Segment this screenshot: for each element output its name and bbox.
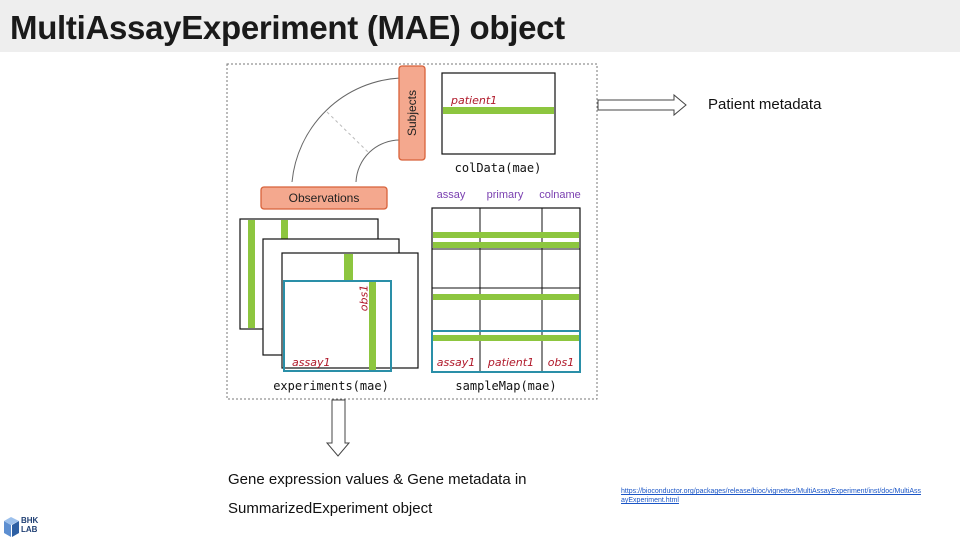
bhk-lab-logo: BHK LAB [2,515,52,539]
logo-text-line-1: BHK [21,516,39,525]
samplemap-header-colname: colname [539,189,581,201]
arc-dashed-link [326,111,369,153]
samplemap-highlight [431,330,581,373]
outer-arc [291,77,401,183]
samplemap-green-row-4 [433,335,579,341]
subjects-box [398,65,426,161]
samplemap-header-assay: assay [437,189,466,201]
inner-arc [355,139,401,183]
samplemap-cell-patient1: patient1 [487,356,534,369]
samplemap-green-row-1 [433,232,579,238]
samplemap-caption: sampleMap(mae) [455,379,556,393]
logo-text-line-2: LAB [21,525,38,534]
observations-box [260,186,388,210]
observations-label: Observations [289,191,360,205]
assay1-highlight [283,280,392,372]
gene-expression-line-1: Gene expression values & Gene metadata i… [228,471,527,488]
samplemap-green-row-2 [433,242,579,248]
samplemap-cell-obs1: obs1 [548,356,574,369]
subjects-label: Subjects [405,90,419,136]
obs1-label: obs1 [358,285,371,311]
samplemap-green-row-3 [433,294,579,300]
coldata-patient-label: patient1 [450,94,497,107]
gene-expression-line-2: SummarizedExperiment object [228,500,433,517]
experiments-caption: experiments(mae) [273,379,389,393]
assay-front-column [344,254,353,281]
reference-link[interactable]: https://bioconductor.org/packages/releas… [621,488,921,504]
patient-metadata-label: Patient metadata [708,96,822,113]
title-bar: MultiAssayExperiment (MAE) object [0,0,960,52]
down-arrow-icon [325,399,351,457]
samplemap-cell-assay1: assay1 [437,356,475,369]
right-arrow-icon [597,93,687,117]
page-title: MultiAssayExperiment (MAE) object [10,9,565,46]
logo-mark-icon [4,517,19,537]
assay-back-column-2 [281,220,288,239]
assay-back-column-1 [248,220,255,328]
coldata-caption: colData(mae) [455,161,542,175]
coldata-patient-row [443,107,554,114]
diagram-frame [226,63,598,400]
assay1-label: assay1 [292,356,330,369]
obs1-column [369,282,376,370]
samplemap-header-primary: primary [487,189,524,201]
